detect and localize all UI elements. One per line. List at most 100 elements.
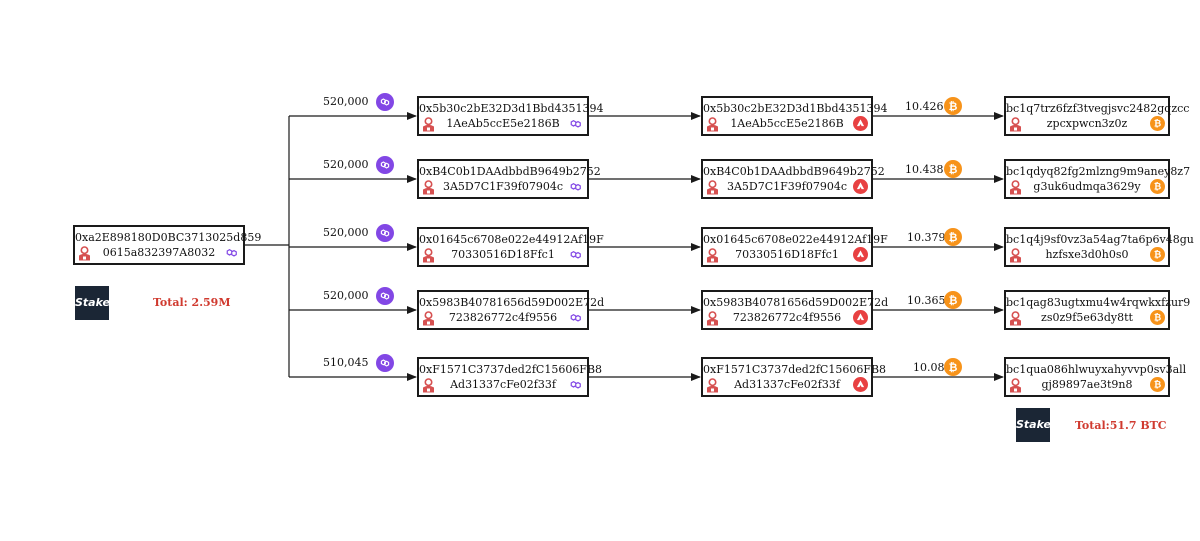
bitcoin-wallet-address-line2: zpcxpwcn3z0z bbox=[1046, 117, 1128, 130]
avalanche-wallet-address-line2: 3A5D7C1F39f07904c bbox=[726, 180, 848, 193]
flagged-user-icon bbox=[1009, 248, 1022, 263]
polygon-icon bbox=[376, 287, 394, 305]
amount-in-label: 520,000 bbox=[323, 226, 369, 239]
polygon-wallet-address-line2: 3A5D7C1F39f07904c bbox=[442, 180, 564, 193]
bitcoin-wallet-address-line2: hzfsxe3d0h0s0 bbox=[1045, 248, 1129, 261]
avalanche-wallet-address-line2: Ad31337cFe02f33f bbox=[734, 378, 840, 391]
svg-text:₿: ₿ bbox=[949, 294, 958, 307]
amount-in-label: 520,000 bbox=[323, 289, 369, 302]
flagged-user-icon bbox=[78, 246, 91, 261]
avalanche-icon bbox=[853, 377, 868, 392]
bitcoin-icon: ₿ bbox=[944, 358, 962, 376]
avalanche-wallet-node[interactable]: 0xB4C0b1DAAdbbdB9649b2752 3A5D7C1F39f0790… bbox=[701, 159, 885, 199]
avalanche-wallet-node[interactable]: 0x5983B40781656d59D002E72d 723826772c4f95… bbox=[701, 290, 889, 330]
flagged-user-icon bbox=[422, 311, 435, 326]
source-address-line2: 0615a832397A8032 bbox=[102, 246, 216, 259]
btc-total: Total:51.7 BTC bbox=[1075, 419, 1167, 432]
svg-text:₿: ₿ bbox=[1154, 182, 1161, 193]
bitcoin-icon: ₿ bbox=[1150, 116, 1165, 131]
bitcoin-wallet-node[interactable]: bc1q4j9sf0vz3a54ag7ta6p6v48gu hzfsxe3d0h0… bbox=[1004, 227, 1194, 267]
amount-out-label: 10.426 bbox=[905, 100, 944, 113]
polygon-wallet-address-line1: 0x5983B40781656d59D002E72d bbox=[419, 296, 605, 309]
amount-in-label: 520,000 bbox=[323, 158, 369, 171]
avalanche-wallet-address-line2: 723826772c4f9556 bbox=[732, 311, 842, 324]
polygon-icon bbox=[569, 247, 584, 262]
svg-text:₿: ₿ bbox=[949, 361, 958, 374]
polygon-icon bbox=[376, 354, 394, 372]
flagged-user-icon bbox=[706, 248, 719, 263]
polygon-wallet-node[interactable]: 0x5b30c2bE32D3d1Bbd4351394 1AeAb5ccE5e218… bbox=[417, 96, 604, 136]
bitcoin-wallet-address-line2: g3uk6udmqa3629y bbox=[1033, 180, 1141, 193]
bitcoin-icon: ₿ bbox=[1150, 377, 1165, 392]
avalanche-icon bbox=[853, 116, 868, 131]
bitcoin-icon: ₿ bbox=[1150, 247, 1165, 262]
avalanche-wallet-node[interactable]: 0x01645c6708e022e44912Af19F 70330516D18Ff… bbox=[701, 227, 888, 267]
source-address-line1: 0xa2E898180D0BC3713025d859 bbox=[75, 231, 262, 244]
polygon-wallet-address-line2: 723826772c4f9556 bbox=[448, 311, 558, 324]
polygon-wallet-node[interactable]: 0x5983B40781656d59D002E72d 723826772c4f95… bbox=[417, 290, 605, 330]
polygon-wallet-address-line1: 0x01645c6708e022e44912Af19F bbox=[419, 233, 604, 246]
flagged-user-icon bbox=[1009, 311, 1022, 326]
svg-text:₿: ₿ bbox=[1154, 119, 1161, 130]
svg-text:₿: ₿ bbox=[949, 163, 958, 176]
polygon-wallet-address-line2: 70330516D18Ffc1 bbox=[451, 248, 555, 261]
flagged-user-icon bbox=[706, 117, 719, 132]
bitcoin-wallet-address-line1: bc1q4j9sf0vz3a54ag7ta6p6v48gu bbox=[1006, 233, 1194, 246]
svg-text:₿: ₿ bbox=[1154, 313, 1161, 324]
avalanche-wallet-address-line1: 0x01645c6708e022e44912Af19F bbox=[703, 233, 888, 246]
bitcoin-icon: ₿ bbox=[944, 97, 962, 115]
bitcoin-icon: ₿ bbox=[944, 291, 962, 309]
bitcoin-wallet-address-line2: zs0z9f5e63dy8tt bbox=[1041, 311, 1133, 324]
bitcoin-wallet-node[interactable]: bc1q7trz6fzf3tvegjsvc2482gqzcc zpcxpwcn3z… bbox=[1004, 96, 1190, 136]
polygon-icon bbox=[569, 179, 584, 194]
polygon-icon bbox=[569, 116, 584, 131]
amount-out-label: 10.365 bbox=[907, 294, 946, 307]
polygon-icon bbox=[225, 245, 240, 260]
flagged-user-icon bbox=[706, 378, 719, 393]
avalanche-wallet-address-line1: 0xF1571C3737ded2fC15606FB8 bbox=[703, 363, 887, 376]
polygon-wallet-address-line2: 1AeAb5ccE5e2186B bbox=[446, 117, 560, 130]
avalanche-wallet-address-line1: 0x5983B40781656d59D002E72d bbox=[703, 296, 889, 309]
polygon-icon bbox=[376, 224, 394, 242]
bitcoin-icon: ₿ bbox=[1150, 179, 1165, 194]
polygon-icon bbox=[569, 310, 584, 325]
amount-out-label: 10.379 bbox=[907, 231, 946, 244]
avalanche-icon bbox=[853, 310, 868, 325]
bitcoin-wallet-address-line1: bc1qdyq82fg2mlzng9m9aney8z7 bbox=[1006, 165, 1191, 178]
polygon-icon bbox=[376, 156, 394, 174]
bitcoin-wallet-node[interactable]: bc1qdyq82fg2mlzng9m9aney8z7 g3uk6udmqa362… bbox=[1004, 159, 1191, 199]
polygon-wallet-address-line1: 0xF1571C3737ded2fC15606FB8 bbox=[419, 363, 603, 376]
flagged-user-icon bbox=[706, 311, 719, 326]
source-wallet-node[interactable]: 0xa2E898180D0BC3713025d859 0615a832397A8… bbox=[73, 225, 262, 265]
bitcoin-icon: ₿ bbox=[944, 160, 962, 178]
polygon-wallet-address-line1: 0x5b30c2bE32D3d1Bbd4351394 bbox=[419, 102, 604, 115]
bitcoin-wallet-address-line1: bc1qua086hlwuyxahyvvp0sv3all bbox=[1006, 363, 1187, 376]
flagged-user-icon bbox=[422, 180, 435, 195]
amount-out-label: 10.08 bbox=[913, 361, 945, 374]
avalanche-icon bbox=[853, 179, 868, 194]
flagged-user-icon bbox=[706, 180, 719, 195]
amount-in-label: 510,045 bbox=[323, 356, 369, 369]
polygon-wallet-node[interactable]: 0x01645c6708e022e44912Af19F 70330516D18Ff… bbox=[417, 227, 604, 267]
avalanche-icon bbox=[853, 247, 868, 262]
svg-text:₿: ₿ bbox=[949, 100, 958, 113]
source-total: Total: 2.59M bbox=[153, 296, 231, 309]
avalanche-wallet-address-line1: 0xB4C0b1DAAdbbdB9649b2752 bbox=[703, 165, 885, 178]
stake-logo-btc: Stake bbox=[1016, 408, 1051, 442]
avalanche-wallet-address-line2: 70330516D18Ffc1 bbox=[735, 248, 839, 261]
stake-logo: Stake bbox=[75, 286, 110, 320]
polygon-wallet-address-line2: Ad31337cFe02f33f bbox=[450, 378, 556, 391]
amount-in-label: 520,000 bbox=[323, 95, 369, 108]
flagged-user-icon bbox=[1009, 180, 1022, 195]
svg-text:₿: ₿ bbox=[1154, 380, 1161, 391]
avalanche-wallet-address-line2: 1AeAb5ccE5e2186B bbox=[730, 117, 844, 130]
bitcoin-wallet-address-line1: bc1q7trz6fzf3tvegjsvc2482gqzcc bbox=[1006, 102, 1190, 115]
